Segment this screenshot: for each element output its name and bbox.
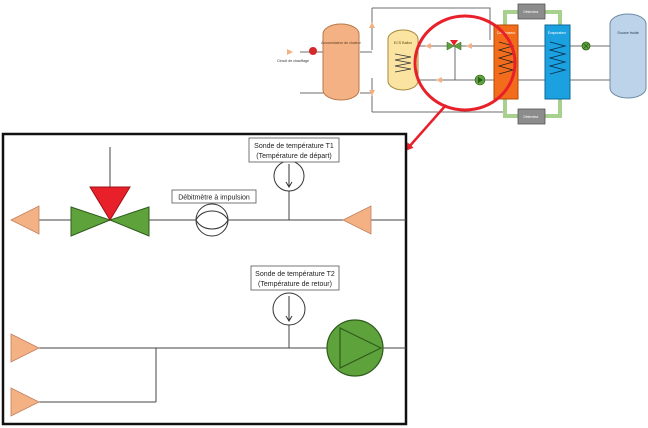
circulation-pump-icon — [326, 319, 384, 377]
condenser-coil-icon — [497, 41, 515, 75]
t2-label-line1: Sonde de température T2 — [255, 271, 335, 278]
bottom-component: Détendeur — [517, 108, 546, 125]
heating-circuit-valve-icon — [309, 47, 317, 55]
evaporator: Évaporateur — [544, 24, 571, 100]
detail-panel-border — [1, 132, 408, 426]
detail-panel: Débitmètre à impulsion Sonde de températ… — [1, 132, 408, 426]
overview-refrigerant-pipes — [503, 10, 562, 118]
supply-right-arrow-icon — [342, 205, 372, 235]
t2-sensor-icon — [272, 292, 306, 326]
overview-three-way-valve-actuator-icon — [450, 40, 458, 46]
bottom-component-label: Détendeur — [524, 115, 540, 119]
highlight-circle — [413, 14, 517, 112]
overview-return-arrow-icon-2 — [369, 90, 375, 96]
evaporator-label: Évaporateur — [548, 30, 567, 35]
t1-label-line1: Sonde de température T1 — [254, 143, 334, 150]
flowmeter-label: Débitmètre à impulsion — [178, 195, 250, 202]
flowmeter-icon — [195, 203, 229, 237]
flowmeter-label-box: Débitmètre à impulsion — [171, 189, 257, 204]
return-upper-arrow-icon — [10, 333, 40, 363]
overview-pump-arrow-icon — [478, 77, 483, 83]
supply-left-arrow-icon — [10, 205, 40, 235]
evaporator-coil-icon — [548, 41, 567, 75]
condenser-label: Condenseur — [497, 31, 516, 35]
t2-label-line2: (Température de retour) — [258, 281, 332, 288]
t1-label-line2: (Température de départ) — [256, 153, 331, 160]
overview-return-arrow-icon — [287, 49, 293, 55]
cold-source-label: Source froide — [617, 31, 638, 35]
heating-circuit-label: Circuit de chauffage — [277, 59, 309, 63]
accumulator-label: Accumulateur de chaleur — [321, 41, 362, 45]
top-component-label: Détendeur — [524, 10, 540, 14]
return-lower-arrow-icon — [10, 387, 40, 417]
overview-schematic: Accumulateur de chaleur Circuit de chauf… — [277, 3, 647, 125]
three-way-valve-icon — [70, 186, 150, 237]
overview-return-arrow-icon-5 — [436, 77, 442, 83]
zoom-arrow-icon — [405, 104, 447, 151]
overview-supply-arrow-icon — [369, 22, 375, 28]
t2-label-box: Sonde de température T2 (Température de … — [250, 265, 340, 291]
accumulator-tank: Accumulateur de chaleur — [321, 23, 362, 101]
top-expansion-component: Détendeur — [517, 3, 546, 20]
dhw-label: ECS Ballon — [394, 41, 412, 45]
overview-supply-arrow-icon-4 — [425, 43, 431, 49]
overview-supply-arrow-icon-3 — [466, 43, 472, 49]
cold-source-tank: Source froide — [609, 13, 647, 99]
valve-actuator-icon — [89, 186, 131, 221]
t1-label-box: Sonde de température T1 (Température de … — [248, 137, 340, 163]
t1-sensor-icon — [273, 160, 305, 192]
source-valve-cross-icon — [582, 42, 590, 50]
dhw-coil-icon — [394, 53, 412, 73]
dhw-tank: ECS Ballon — [387, 29, 419, 91]
